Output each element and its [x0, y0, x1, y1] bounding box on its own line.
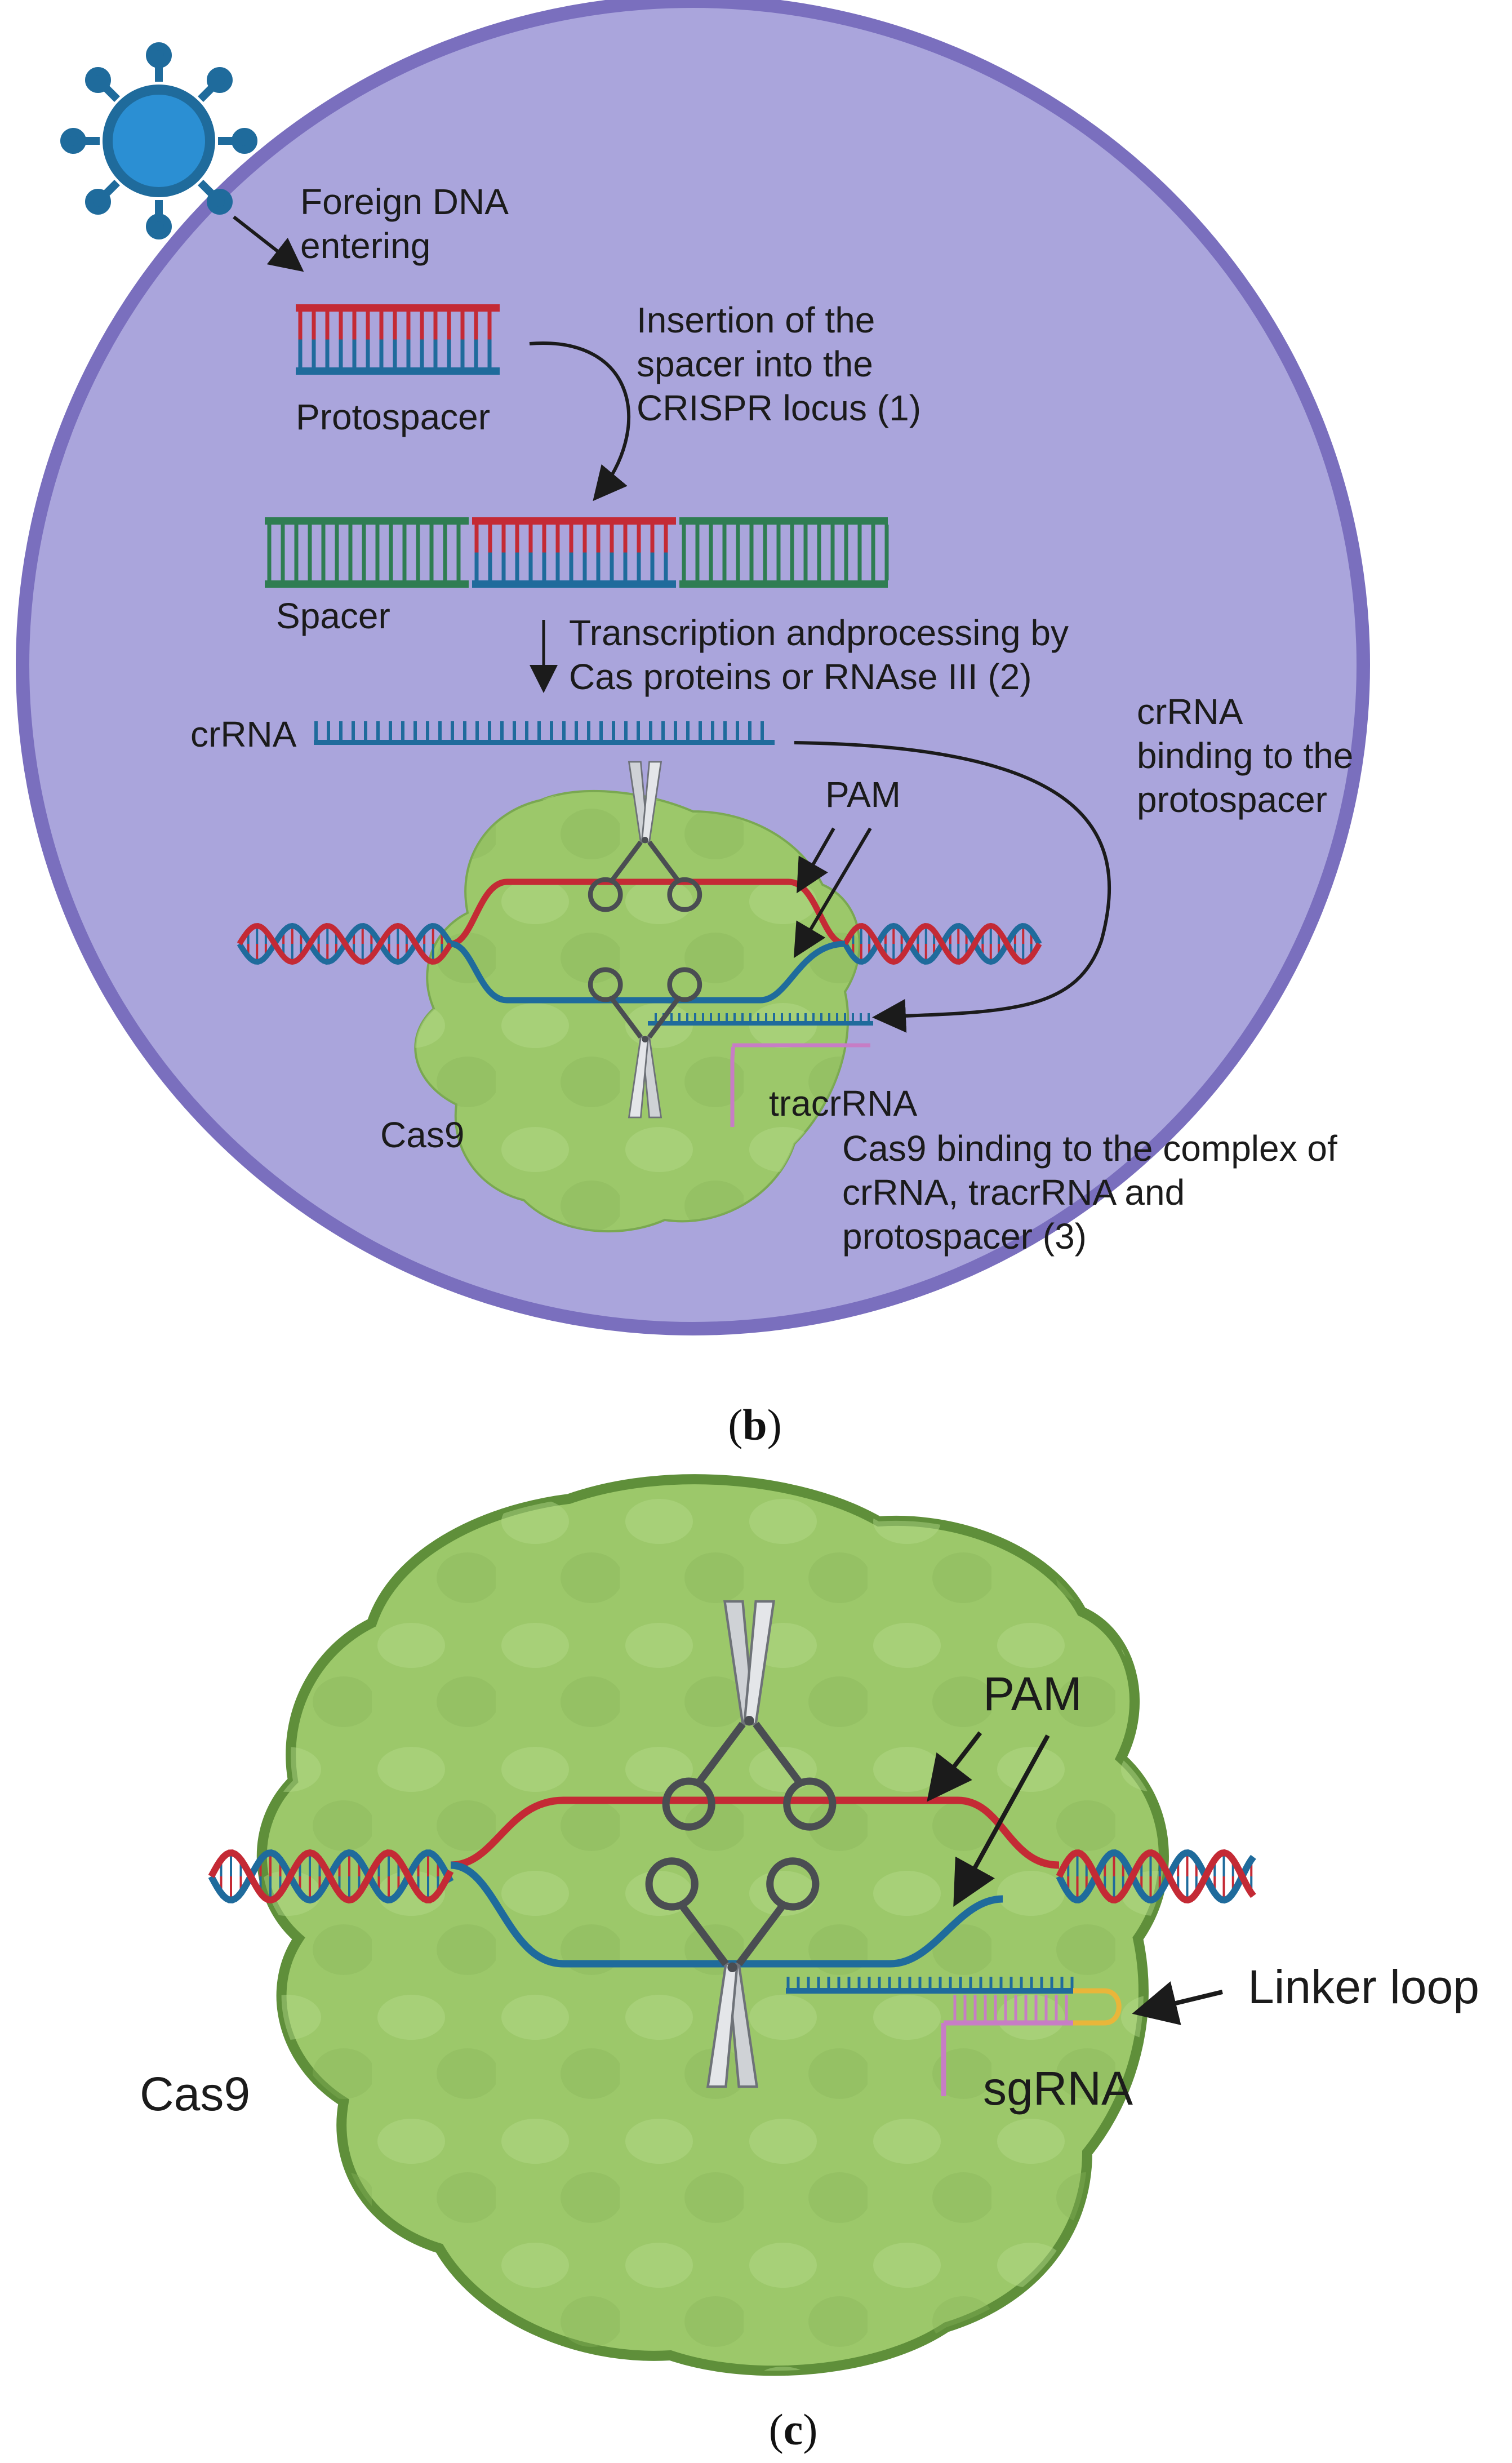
crrna-binding-label-3: protospacer: [1137, 779, 1327, 820]
crrna-label: crRNA: [190, 714, 297, 755]
target-dna-small: [237, 878, 1042, 1127]
caption-c: (c): [769, 2405, 818, 2454]
crrna-strand: [314, 721, 775, 745]
complex-label-3: protospacer (3): [842, 1216, 1087, 1257]
panel-b: Foreign DNA entering Protospacer Inserti…: [16, 0, 1370, 1335]
transcription-label-2: Cas proteins or RNAse III (2): [569, 656, 1032, 697]
sgrna-label: sgRNA: [983, 2062, 1133, 2115]
scissors-icon-bottom-small: [588, 967, 702, 1119]
crrna-binding-label-1: crRNA: [1137, 691, 1243, 732]
scissors-icon-bottom-large: [645, 1857, 820, 2088]
pam-arrow-small-1: [797, 827, 835, 894]
linker-loop: [1073, 1988, 1122, 2026]
foreign-dna-arrow: [233, 215, 304, 272]
protospacer-label: Protospacer: [296, 397, 490, 437]
target-dna-large: [208, 1796, 1256, 2096]
scissors-icon-top-small: [588, 761, 702, 912]
linker-loop-arrow: [1132, 1981, 1223, 2025]
cas9-label-small: Cas9: [380, 1115, 464, 1155]
scissors-icon-top-large: [662, 1600, 837, 1831]
insertion-label-1: Insertion of the: [637, 300, 875, 340]
tracrrna-label: tracrRNA: [769, 1083, 917, 1124]
spacer-label: Spacer: [276, 596, 390, 636]
insertion-label-3: CRISPR locus (1): [637, 388, 921, 428]
foreign-dna-label-1: Foreign DNA: [300, 181, 509, 222]
linker-loop-label: Linker loop: [1248, 1960, 1479, 2013]
cas9-texture-large: [261, 1479, 1164, 2371]
pam-arrow-large-2: [953, 1734, 1050, 1907]
panel-c: PAM Linker loop Cas9 sgRNA: [140, 1474, 1479, 2376]
complex-label-2: crRNA, tracrRNA and: [842, 1172, 1185, 1213]
bacterial-cell: [16, 0, 1370, 1335]
crispr-array: [265, 517, 889, 588]
pam-label-small: PAM: [825, 774, 901, 815]
crrna-binding-arrow: [794, 741, 1111, 1033]
caption-b: (b): [728, 1400, 781, 1449]
cas9-label-large: Cas9: [140, 2067, 250, 2120]
foreign-dna-label-2: entering: [300, 225, 430, 266]
pam-arrow-large-1: [927, 1731, 982, 1802]
pam-arrow-small-2: [793, 827, 872, 958]
complex-label-1: Cas9 binding to the complex of: [842, 1128, 1337, 1169]
cas9-texture-small: [415, 791, 860, 1232]
insertion-arrow: [529, 341, 630, 502]
virus-icon: [60, 42, 257, 239]
insertion-label-2: spacer into the: [637, 344, 873, 384]
transcription-label-1: Transcription andprocessing by: [569, 613, 1069, 653]
crrna-binding-label-2: binding to the: [1137, 735, 1353, 776]
protospacer-dna: [296, 304, 500, 375]
pam-label-large: PAM: [983, 1667, 1082, 1720]
